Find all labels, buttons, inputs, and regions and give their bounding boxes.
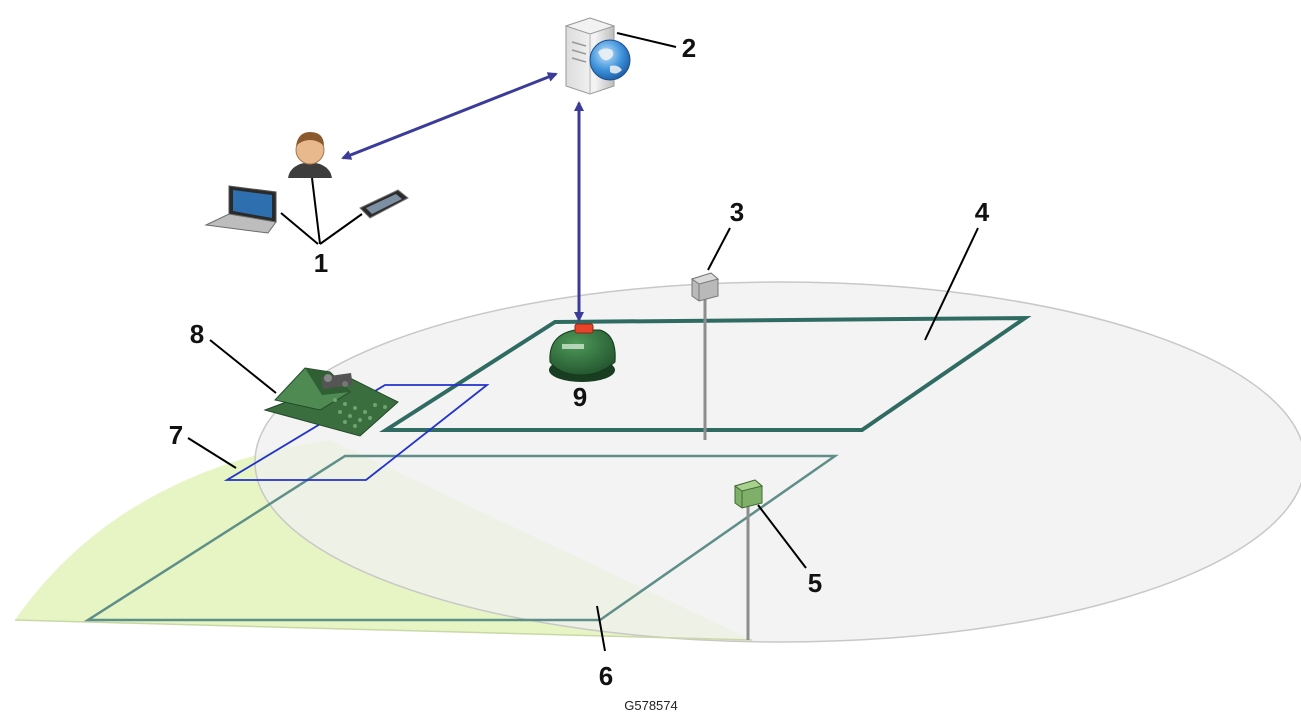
smartphone-icon	[359, 189, 409, 219]
beacon-gray	[690, 272, 720, 440]
server-globe-icon	[564, 17, 631, 95]
callout-4: 4	[975, 197, 990, 227]
leader-line-2	[616, 32, 677, 48]
leader-line-4	[924, 227, 979, 341]
laptop-icon	[204, 185, 277, 234]
boundary-wire-main	[379, 315, 1032, 432]
mowing-zone-ellipse	[254, 281, 1301, 643]
figure-id: G578574	[624, 698, 678, 713]
coverage-area-edge	[14, 619, 753, 641]
user-icon	[288, 132, 332, 178]
callout-1: 1	[314, 248, 328, 278]
leader-line-3	[707, 227, 731, 271]
small-zone-boundary	[223, 384, 490, 481]
user-server-link-arrow	[341, 72, 558, 160]
leader-line-8	[209, 339, 277, 394]
robotic-mower-icon	[549, 323, 616, 382]
callout-9: 9	[573, 382, 587, 412]
leader-line-5	[757, 504, 807, 569]
leader-line-6	[596, 605, 606, 652]
callout-7: 7	[169, 420, 183, 450]
callout-8: 8	[190, 319, 204, 349]
callout-6: 6	[599, 661, 613, 691]
leader-line-1a	[280, 212, 319, 245]
callout-2: 2	[682, 33, 696, 63]
leader-line-1b	[311, 177, 321, 245]
beacon-green	[733, 479, 764, 640]
charging-station-icon	[263, 367, 399, 437]
leader-line-7	[187, 437, 237, 469]
callout-3: 3	[730, 197, 744, 227]
callout-5: 5	[808, 568, 822, 598]
leader-line-1c	[319, 213, 363, 245]
